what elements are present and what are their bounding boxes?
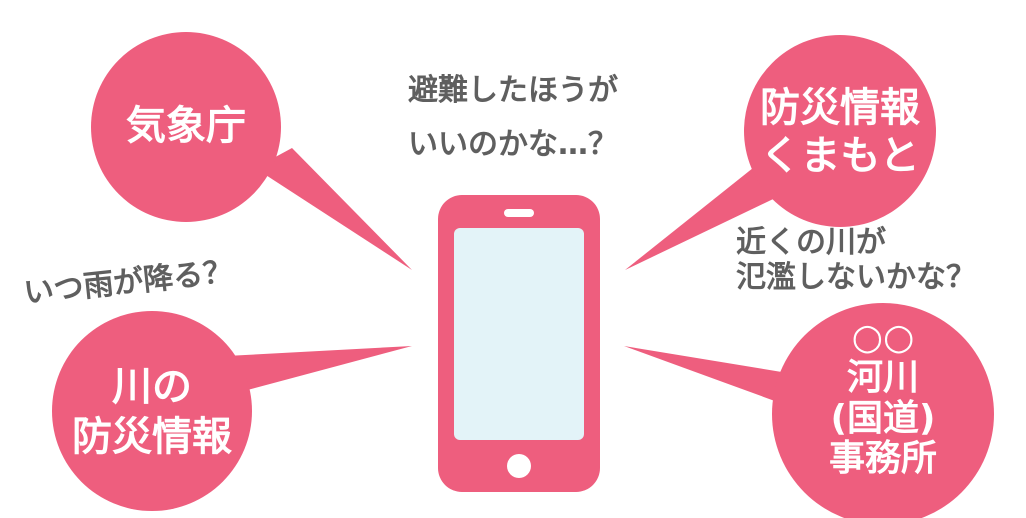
bubble-line: ○○ — [851, 317, 915, 358]
bubble-jma — [91, 32, 281, 222]
bubble-label-river-office: ○○ 河川 (国道) 事務所 — [798, 317, 968, 479]
bubble-tail-jma — [255, 148, 412, 270]
bubble-tail-bousai-kumamoto — [625, 156, 792, 270]
smartphone-icon — [438, 195, 600, 492]
question-evacuate: 避難したほうが いいのかな…？ — [408, 64, 618, 172]
question-line: 近くの川が — [736, 225, 886, 260]
question-flood: 近くの川が 氾濫しないかな？ — [736, 225, 976, 295]
bubble-line: 防災情報 — [72, 414, 232, 460]
bubble-line: 事務所 — [828, 437, 937, 479]
bubble-bousai-kumamoto — [744, 35, 936, 227]
bubble-line: 河川 — [846, 357, 919, 399]
bubble-label-jma: 気象庁 — [106, 104, 266, 149]
question-line: いいのかな…？ — [408, 127, 618, 162]
bubble-line: (国道) — [830, 397, 936, 439]
question-line: 避難したほうが — [408, 73, 618, 108]
bubble-tail-river-info — [226, 346, 412, 392]
bubble-line: 川の — [112, 364, 192, 410]
bubble-line: くまもと — [760, 133, 920, 179]
bubble-tail-river-office — [624, 346, 818, 416]
bubble-river-office — [772, 303, 994, 518]
question-line: 氾濫しないかな？ — [736, 259, 976, 295]
bubble-river-info — [52, 311, 252, 511]
bubble-line: 気象庁 — [126, 103, 246, 149]
bubble-line: 防災情報 — [760, 85, 920, 131]
bubble-label-bousai-kumamoto: 防災情報 くまもと — [750, 84, 930, 180]
bubble-label-river-info: 川の 防災情報 — [62, 362, 242, 462]
